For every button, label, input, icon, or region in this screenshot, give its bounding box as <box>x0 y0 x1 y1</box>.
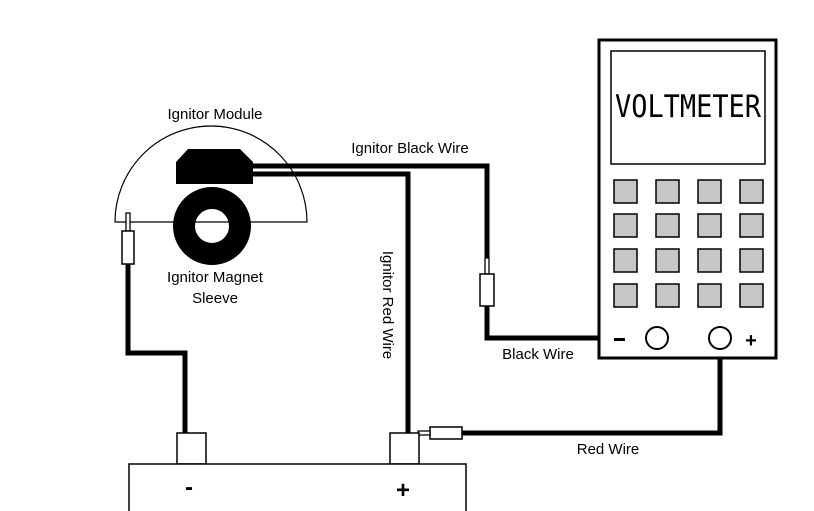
keypad-button <box>655 179 680 204</box>
ignitor-black-wire-label: Ignitor Black Wire <box>351 140 469 157</box>
keypad-button <box>739 283 764 308</box>
voltmeter-minus-jack <box>645 326 669 350</box>
red-probe-tip <box>417 430 431 436</box>
ignitor-red-wire <box>253 171 411 433</box>
voltmeter-keypad <box>613 179 764 308</box>
ignitor-black-wire <box>253 163 490 258</box>
red-wire <box>462 340 723 436</box>
voltmeter-minus-label <box>614 338 625 341</box>
ignitor-magnet-label-line2: Sleeve <box>192 290 238 307</box>
keypad-button <box>697 248 722 273</box>
ground-pin-handle <box>121 230 135 265</box>
keypad-button <box>655 248 680 273</box>
keypad-button <box>613 283 638 308</box>
keypad-button <box>697 213 722 238</box>
keypad-button <box>613 213 638 238</box>
red-wire-label: Red Wire <box>577 441 640 458</box>
battery-minus-label: - <box>185 474 193 501</box>
ignitor-magnet-label-line1: Ignitor Magnet <box>167 269 264 286</box>
battery-plus-label: + <box>396 477 410 504</box>
ignitor-module-label: Ignitor Module <box>167 106 262 123</box>
ground-wire <box>125 264 188 433</box>
battery-body <box>128 463 467 511</box>
keypad-button <box>655 213 680 238</box>
voltmeter-display-text: VOLTMETER <box>615 89 761 125</box>
keypad-button <box>655 283 680 308</box>
battery-plus-terminal <box>389 432 420 465</box>
keypad-button <box>613 179 638 204</box>
keypad-button <box>697 283 722 308</box>
ground-pin-tip <box>125 212 131 232</box>
black-wire-label: Black Wire <box>502 346 574 363</box>
battery-minus-terminal <box>176 432 207 465</box>
keypad-button <box>613 248 638 273</box>
black-probe-handle <box>479 273 495 307</box>
ignitor-red-wire-label: Ignitor Red Wire <box>379 251 396 359</box>
ignitor-magnet-sleeve <box>173 187 251 265</box>
voltmeter: VOLTMETER + <box>597 38 778 360</box>
keypad-button <box>739 248 764 273</box>
voltmeter-plus-jack <box>708 326 732 350</box>
ignitor-module-housing <box>114 125 308 223</box>
keypad-button <box>739 213 764 238</box>
keypad-button <box>697 179 722 204</box>
voltmeter-plus-label: + <box>745 330 757 352</box>
ignitor-module-block <box>176 149 253 184</box>
red-probe-handle <box>429 426 463 440</box>
keypad-button <box>739 179 764 204</box>
voltmeter-screen <box>610 50 766 165</box>
black-probe-tip <box>484 257 490 275</box>
